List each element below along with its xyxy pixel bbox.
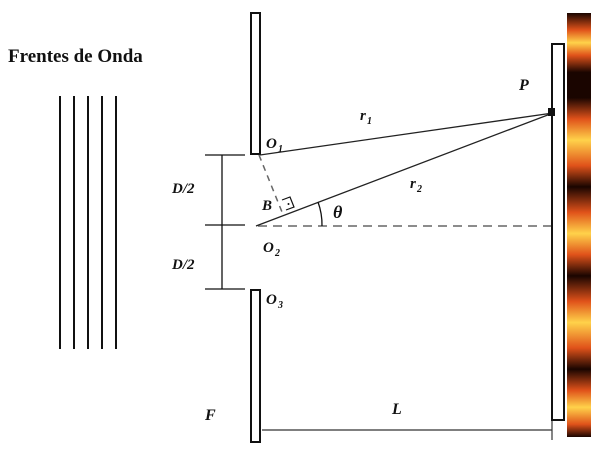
svg-text:O: O	[266, 136, 277, 152]
wavefronts-title: Frentes de Onda	[8, 46, 143, 67]
svg-text:2: 2	[416, 184, 422, 195]
label-B: B	[261, 198, 272, 214]
svg-text:O: O	[263, 240, 274, 256]
wavefronts	[59, 96, 117, 349]
svg-text:3: 3	[277, 300, 283, 311]
label-L: L	[391, 401, 402, 418]
label-theta: θ	[333, 202, 343, 222]
label-O3: O 3	[266, 292, 283, 311]
svg-text:1: 1	[278, 144, 283, 155]
right-angle-marker	[281, 196, 295, 211]
label-O1: O 1	[266, 136, 283, 155]
ray-r2	[255, 112, 554, 227]
label-F: F	[204, 407, 216, 424]
label-O2: O 2	[263, 240, 280, 259]
label-half-D-lower: D/2	[171, 257, 195, 273]
svg-text:r: r	[360, 108, 366, 124]
barrier-lower	[250, 289, 261, 443]
interference-pattern	[567, 13, 591, 437]
label-r1: r 1	[360, 108, 372, 127]
svg-text:r: r	[410, 176, 416, 192]
viewing-screen	[551, 43, 565, 421]
theta-arc	[317, 201, 323, 227]
svg-text:O: O	[266, 292, 277, 308]
slit-separation-markers	[205, 154, 245, 290]
ray-r1	[259, 112, 554, 156]
right-angle-dot	[287, 203, 290, 205]
svg-text:1: 1	[367, 116, 372, 127]
label-P: P	[518, 77, 529, 94]
barrier-upper	[250, 12, 261, 155]
svg-text:2: 2	[274, 248, 280, 259]
label-r2: r 2	[410, 176, 422, 195]
label-half-D-upper: D/2	[171, 181, 195, 197]
point-P-marker	[548, 108, 555, 116]
